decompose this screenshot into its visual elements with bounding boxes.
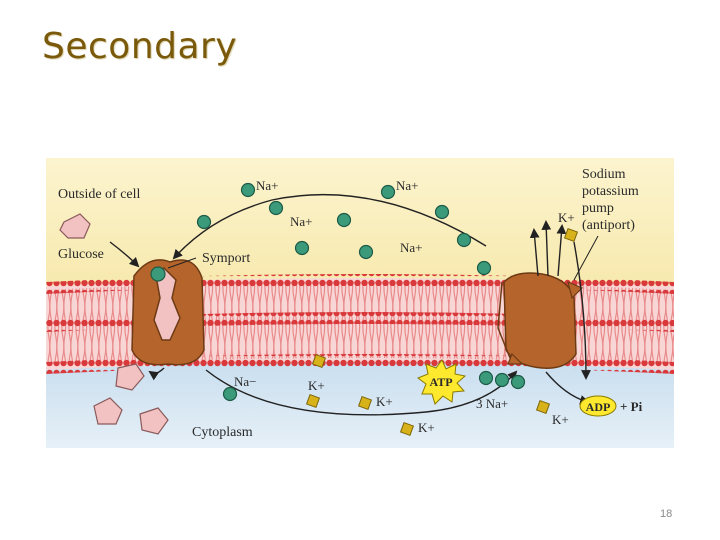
sodium-label: Na− <box>234 374 257 389</box>
sodium-ion <box>494 372 510 388</box>
pump-label-line: Sodium <box>582 167 626 182</box>
outside-of-cell-label: Outside of cell <box>58 187 141 202</box>
symport-sodium-ion <box>150 266 166 282</box>
sodium-label: Na+ <box>290 214 313 229</box>
atp-label: ATP <box>429 375 452 389</box>
glucose-icon <box>139 407 169 435</box>
potassium-ion <box>357 395 373 411</box>
pump-label-line: potassium <box>582 184 639 199</box>
sodium-cycle-arrow <box>172 193 487 260</box>
sodium-potassium-pump <box>497 272 584 369</box>
adp-label: ADP <box>586 400 611 414</box>
symport-label: Symport <box>202 251 250 266</box>
potassium-label: K+ <box>376 394 393 409</box>
sodium-ion <box>476 260 492 276</box>
sodium-ion <box>358 244 374 260</box>
pump-label-line: pump <box>582 201 614 216</box>
sodium-ion <box>222 386 238 402</box>
slide-title: Secondary <box>42 26 238 67</box>
cytoplasm-label: Cytoplasm <box>192 425 253 440</box>
symport-label-pointer <box>167 257 197 269</box>
sodium-ion <box>434 204 450 220</box>
sodium-label: Na+ <box>396 178 419 193</box>
pump-sodium-out-arrow <box>529 228 540 277</box>
potassium-ion <box>399 421 415 437</box>
sodium-ion <box>510 374 526 390</box>
page-number: 18 <box>660 508 673 520</box>
glucose-exit-arrow <box>148 367 165 381</box>
potassium-ion <box>563 227 579 243</box>
potassium-label: K+ <box>552 412 569 427</box>
cytoplasm-cycle-arrow <box>205 369 518 416</box>
pump-label-line: (antiport) <box>582 218 635 233</box>
sodium-ion <box>268 200 284 216</box>
glucose-entry-arrow <box>109 241 140 268</box>
three-sodium-label: 3 Na+ <box>476 396 508 411</box>
potassium-in-arrow <box>573 241 591 380</box>
atp-icon: ATP <box>416 359 467 405</box>
sodium-ion <box>240 182 256 198</box>
sodium-ion <box>380 184 396 200</box>
pump-sodium-out-arrow <box>541 220 552 277</box>
potassium-label: K+ <box>558 210 575 225</box>
glucose-icon <box>115 363 145 391</box>
potassium-ion <box>305 393 321 409</box>
glucose-label: Glucose <box>58 247 104 262</box>
symport-protein <box>131 259 205 366</box>
sodium-label: Na+ <box>400 240 423 255</box>
potassium-label: K+ <box>418 420 435 435</box>
potassium-ion <box>311 353 327 369</box>
adp-icon <box>579 395 617 417</box>
sodium-label: Na+ <box>256 178 279 193</box>
phosphate-label: + Pi <box>620 399 643 414</box>
pump-label-pointer <box>573 235 599 281</box>
glucose-icon <box>93 397 123 425</box>
potassium-label: K+ <box>308 378 325 393</box>
sodium-ion <box>456 232 472 248</box>
sodium-ion <box>336 212 352 228</box>
potassium-ion <box>535 399 551 415</box>
glucose-icon <box>59 213 91 239</box>
membrane-transport-diagram: ATP ADP + Pi Outside of cell Glucose Sym… <box>46 158 674 448</box>
sodium-ion <box>294 240 310 256</box>
sodium-ion <box>196 214 212 230</box>
sodium-ion <box>478 370 494 386</box>
pump-sodium-out-arrow <box>556 224 567 277</box>
